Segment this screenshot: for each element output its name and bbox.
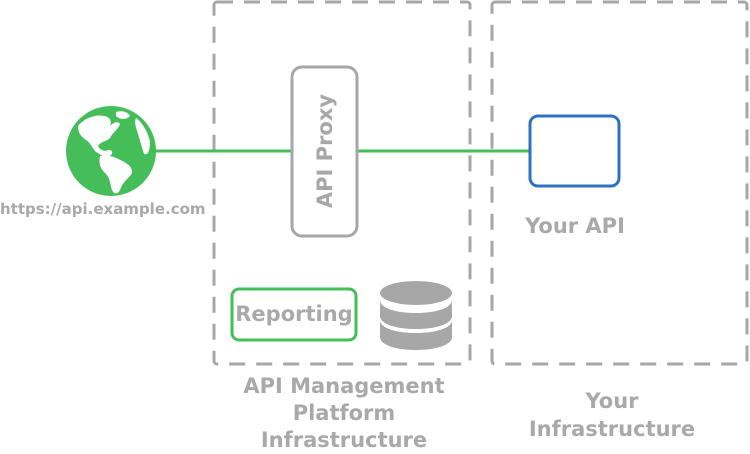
database-icon (380, 281, 452, 350)
reporting-box[interactable] (230, 287, 358, 342)
your-caption-line-1: Your (585, 389, 639, 413)
client-url-label: https://api.example.com (0, 200, 206, 218)
platform-zone-caption: API Management Platform Infrastructure (214, 373, 474, 454)
platform-caption-line-3: Infrastructure (260, 428, 428, 452)
your-infrastructure-zone-border (490, 0, 749, 366)
api-proxy-box[interactable] (290, 65, 359, 238)
your-api-box[interactable] (528, 114, 621, 188)
platform-zone-border (212, 0, 472, 366)
your-api-label: Your API (525, 214, 625, 238)
globe-icon (66, 106, 156, 196)
platform-caption-line-2: Platform (292, 401, 396, 425)
your-caption-line-2: Infrastructure (528, 417, 696, 441)
reporting-label: Reporting (235, 302, 353, 326)
api-proxy-label: API Proxy (313, 94, 337, 208)
your-infrastructure-caption: Your Infrastructure (492, 387, 732, 443)
platform-caption-line-1: API Management (243, 374, 445, 398)
